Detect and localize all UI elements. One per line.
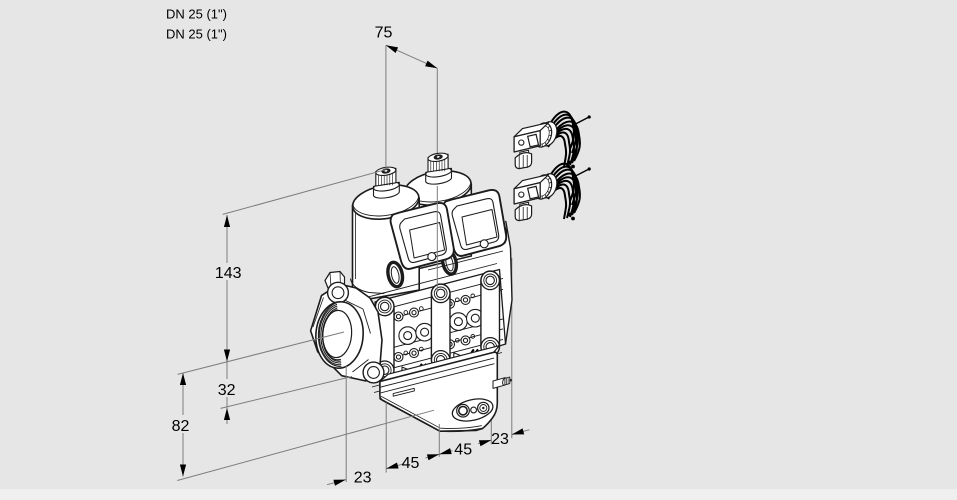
svg-text:75: 75 — [375, 25, 393, 42]
svg-text:143: 143 — [215, 265, 242, 282]
svg-text:DN 25 (1"): DN 25 (1") — [166, 6, 227, 21]
svg-text:82: 82 — [172, 418, 190, 435]
svg-text:23: 23 — [354, 470, 372, 487]
svg-text:45: 45 — [402, 455, 420, 472]
svg-text:23: 23 — [491, 431, 509, 448]
svg-text:32: 32 — [218, 382, 236, 399]
svg-text:45: 45 — [454, 442, 472, 459]
svg-text:DN 25 (1"): DN 25 (1") — [166, 26, 227, 41]
